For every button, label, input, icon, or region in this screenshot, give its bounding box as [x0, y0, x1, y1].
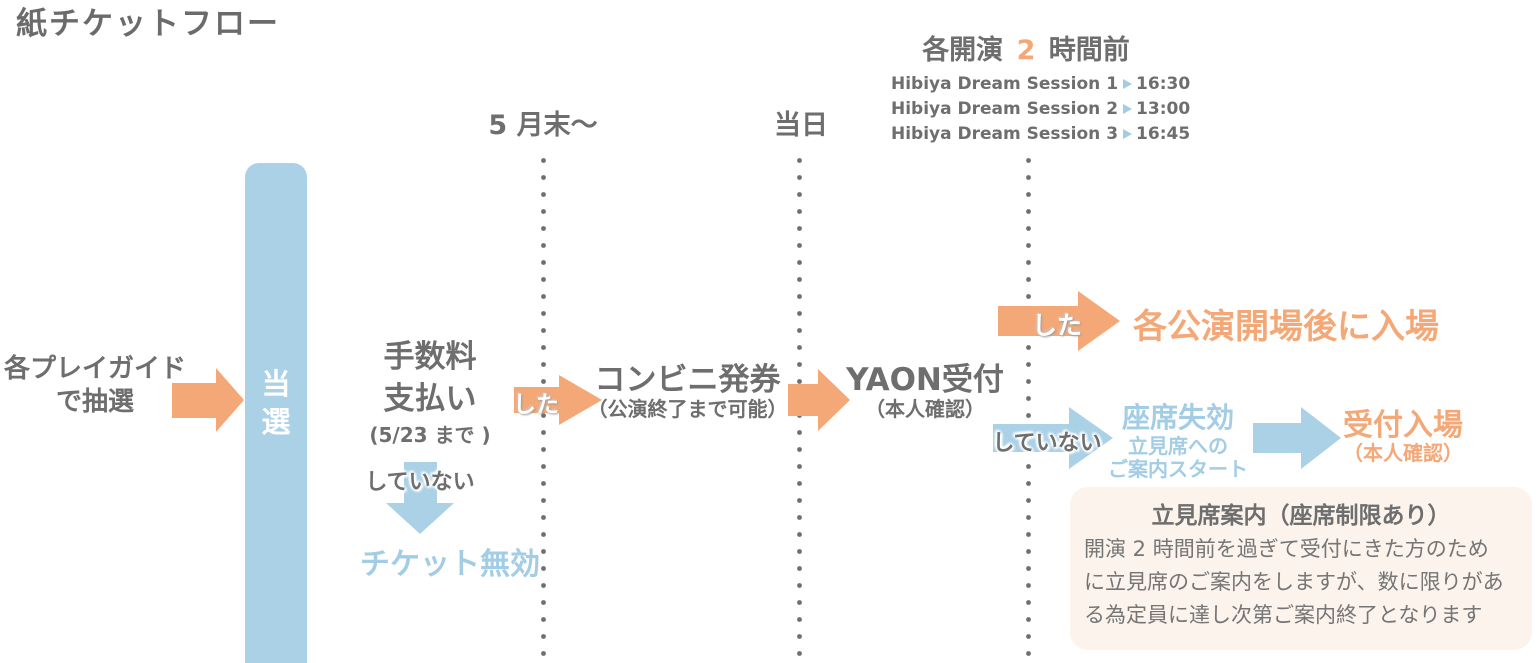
phase-before-prefix: 各開演 — [922, 35, 1004, 66]
phase-label-event-day: 当日 — [774, 110, 828, 141]
info-box-line1: 開演 2 時間前を過ぎて受付にきた方のため — [1084, 537, 1489, 561]
not-did-label-right: していない — [992, 431, 1102, 456]
fee-payment-deadline-note: (5/23 まで ) — [369, 423, 491, 447]
play-icon — [1123, 128, 1133, 139]
yaon-reception-note: （本人確認） — [865, 397, 985, 421]
timeline-dotted-line-2h-before — [1026, 152, 1031, 663]
session-row: Hibiya Dream Session 2 13:00 — [891, 96, 1190, 121]
info-box-line2: に立見席のご案内をしますが、数に限りがあ — [1084, 570, 1504, 594]
seat-forfeited-line2: ご案内スタート — [1108, 457, 1248, 481]
play-icon — [1123, 78, 1133, 89]
session-name: Hibiya Dream Session 3 — [891, 123, 1119, 144]
session-time: 16:30 — [1136, 73, 1191, 94]
page-title: 紙チケットフロー — [16, 6, 280, 42]
winning-bar-label: 当選 — [261, 367, 291, 439]
entry-after-doors-open-label: 各公演開場後に入場 — [1133, 307, 1439, 347]
fee-payment-line1: 手数料 — [383, 339, 477, 375]
reception-entry-title: 受付入場 — [1343, 408, 1463, 443]
session-time: 16:45 — [1136, 123, 1191, 144]
phase-before-highlight: 2 — [1016, 35, 1036, 66]
conbini-issuing-title: コンビニ発券 — [594, 362, 781, 398]
play-icon — [1123, 103, 1133, 114]
session-row: Hibiya Dream Session 3 16:45 — [891, 121, 1190, 146]
session-row: Hibiya Dream Session 1 16:30 — [891, 71, 1190, 96]
start-line1: 各プレイガイド — [3, 354, 186, 384]
winning-bar: 当選 — [245, 163, 307, 663]
not-did-label-left: していない — [365, 470, 475, 495]
info-box-title: 立見席案内（座席制限あり） — [1151, 503, 1451, 529]
standing-room-info-box: 立見席案内（座席制限あり） 開演 2 時間前を過ぎて受付にきた方のため に立見席… — [1070, 487, 1532, 650]
did-label-right: した — [1031, 311, 1082, 340]
session-name: Hibiya Dream Session 2 — [891, 98, 1119, 119]
ticket-invalid-label: チケット無効 — [360, 547, 540, 582]
info-box-body: 開演 2 時間前を過ぎて受付にきた方のため に立見席のご案内をしますが、数に限り… — [1084, 533, 1532, 632]
phase-label-2h-before: 各開演 2 時間前 — [876, 28, 1176, 67]
seat-forfeited-title: 座席失効 — [1121, 401, 1234, 434]
session-time-list: Hibiya Dream Session 1 16:30 Hibiya Drea… — [891, 71, 1190, 146]
did-label: した — [513, 392, 559, 418]
start-line2: で抽選 — [55, 387, 134, 417]
fee-payment-line2: 支払い — [383, 381, 477, 417]
phase-label-late-may: 5 月末〜 — [488, 110, 598, 141]
start-node-label: 各プレイガイド で抽選 — [0, 353, 195, 419]
session-name: Hibiya Dream Session 1 — [891, 73, 1119, 94]
reception-entry-note: （本人確認） — [1343, 441, 1463, 465]
phase-before-suffix: 時間前 — [1048, 35, 1130, 66]
seat-forfeited-line1: 立見席への — [1128, 434, 1228, 458]
info-box-line3: る為定員に達し次第ご案内終了となります — [1084, 603, 1483, 627]
yaon-reception-title: YAON受付 — [846, 362, 1004, 398]
conbini-issuing-note: （公演終了まで可能） — [587, 397, 788, 421]
session-time: 13:00 — [1136, 98, 1191, 119]
